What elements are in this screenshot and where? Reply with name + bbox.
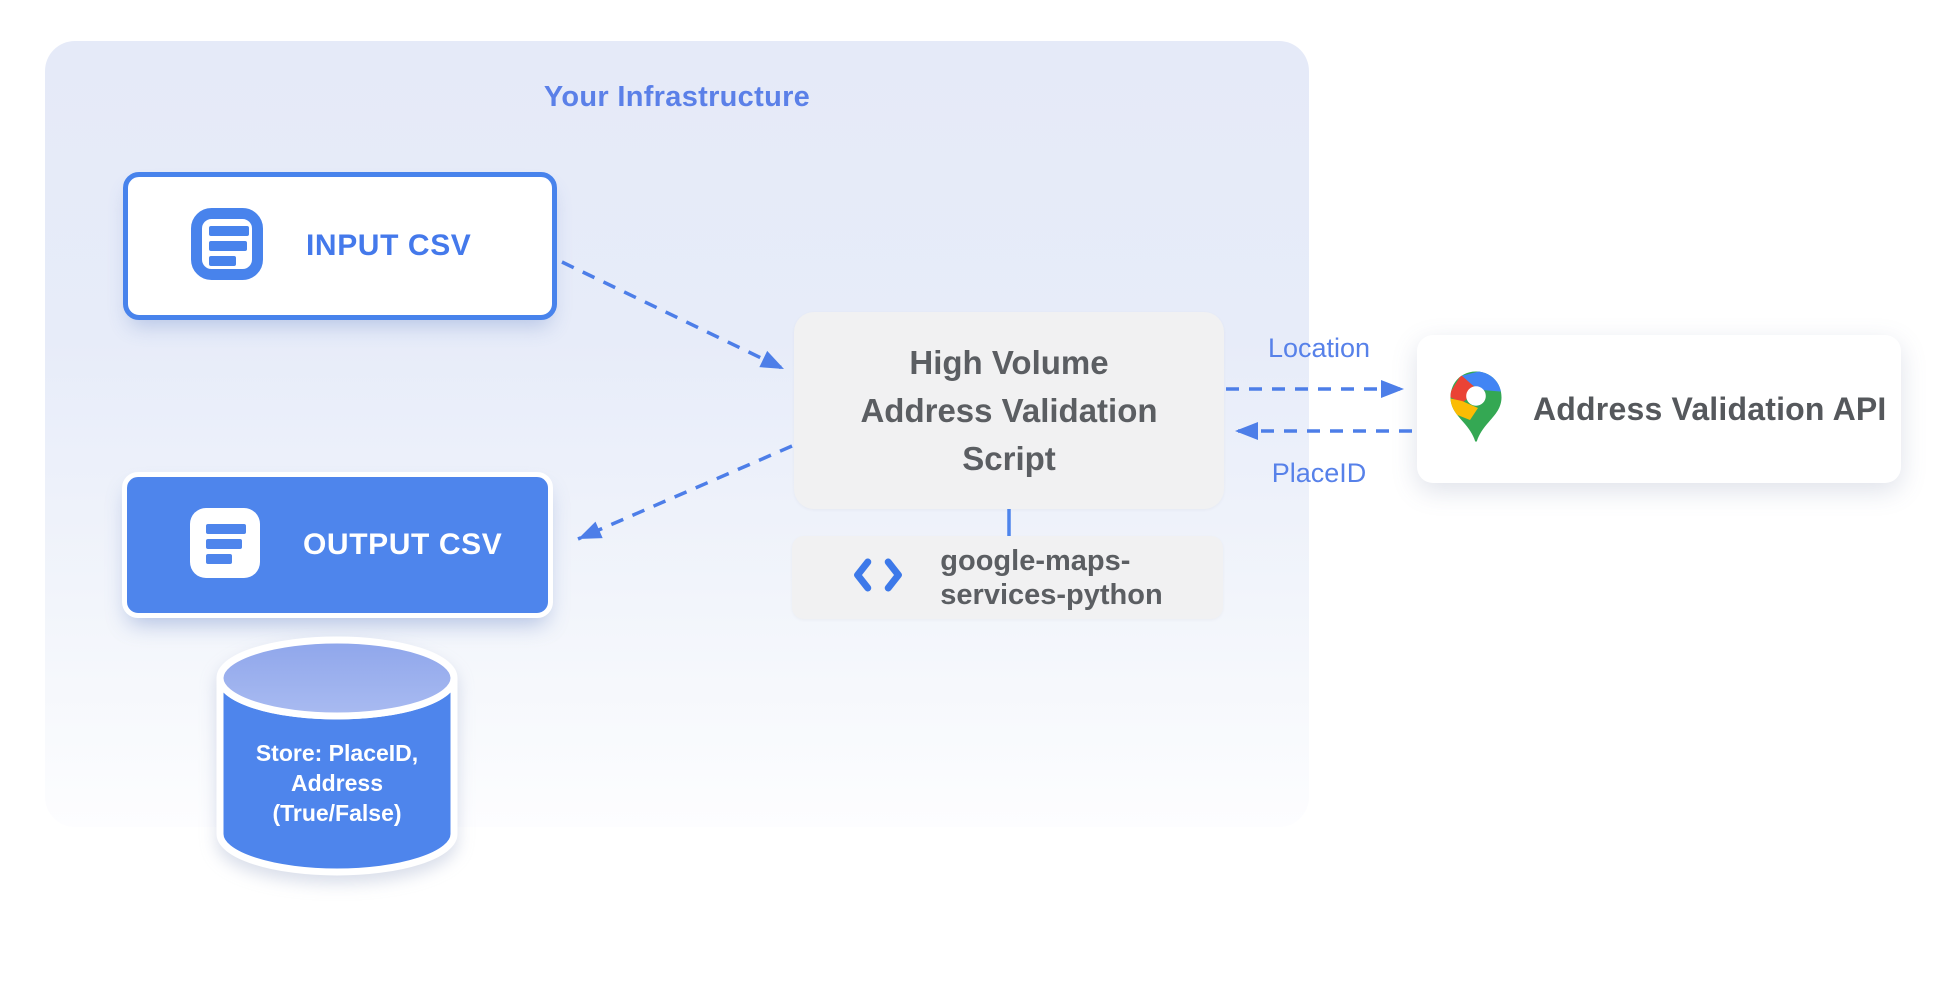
library-node: google-maps- services-python [792, 536, 1223, 619]
address-validation-api-node: Address Validation API [1417, 335, 1901, 483]
script-line: Script [962, 439, 1056, 477]
input-csv-label: INPUT CSV [306, 229, 472, 262]
flow-label-placeid: PlaceID [1271, 458, 1367, 488]
script-line: Address Validation [860, 391, 1158, 429]
flow-label-location: Location [1267, 333, 1371, 363]
code-brackets-icon [852, 555, 904, 600]
validation-script-node: High Volume Address Validation Script [794, 312, 1224, 509]
datastore-cylinder [213, 634, 461, 882]
datastore-line: (True/False) [272, 800, 402, 826]
google-maps-pin-icon [1448, 370, 1504, 449]
input-csv-node: INPUT CSV [123, 172, 557, 320]
library-line: google-maps- [940, 544, 1131, 577]
datastore-line: Store: PlaceID, [255, 740, 419, 766]
validation-script-label: High Volume Address Validation Script [860, 339, 1157, 483]
datastore-label: Store: PlaceID, Address (True/False) [213, 738, 461, 828]
document-lines-icon [190, 207, 264, 286]
library-label: google-maps- services-python [940, 544, 1162, 612]
infrastructure-title: Your Infrastructure [543, 81, 811, 113]
script-line: High Volume [909, 343, 1109, 381]
output-csv-node: OUTPUT CSV [122, 472, 553, 618]
document-lines-icon [189, 507, 261, 584]
library-line: services-python [940, 578, 1163, 611]
datastore-line: Address [290, 770, 384, 796]
address-validation-api-label: Address Validation API [1533, 390, 1887, 427]
output-csv-label: OUTPUT CSV [303, 528, 503, 561]
